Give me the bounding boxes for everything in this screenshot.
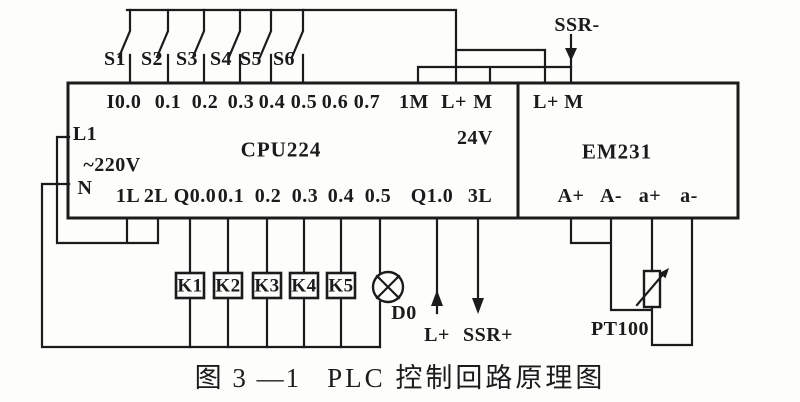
ssr-plus-label: SSR+ bbox=[462, 324, 514, 346]
relay-label-k2: K2 bbox=[215, 275, 241, 297]
em-terminal-lplus: L+ bbox=[533, 91, 559, 113]
lamp-icon bbox=[371, 270, 405, 304]
ssr-minus-arrow bbox=[565, 48, 577, 61]
ssr-minus-label: SSR- bbox=[554, 14, 600, 36]
em-name: EM231 bbox=[581, 139, 653, 164]
relay-label-k4: K4 bbox=[291, 275, 317, 297]
terminal-i0-7: 0.7 bbox=[353, 91, 381, 113]
em-terminal-b-minus: a- bbox=[680, 185, 698, 207]
relay-k2-box bbox=[212, 271, 244, 300]
switch-s5-icon bbox=[258, 8, 273, 85]
terminal-3l: 3L bbox=[467, 185, 493, 207]
switch-s1-icon bbox=[117, 8, 132, 85]
cpu-name: CPU224 bbox=[240, 137, 322, 162]
switch-label-s2: S2 bbox=[140, 48, 164, 70]
terminal-q0-5: 0.5 bbox=[364, 185, 392, 207]
switch-label-s6: S6 bbox=[272, 48, 296, 70]
terminal-m: M bbox=[473, 91, 493, 113]
switch-label-s5: S5 bbox=[239, 48, 263, 70]
relay-k4-box bbox=[288, 271, 320, 300]
cpu-24v-label: 24V bbox=[457, 127, 493, 149]
lamp-cross-icon bbox=[375, 274, 401, 300]
figure-caption: 图 3 —1 PLC 控制回路原理图 bbox=[0, 356, 800, 395]
top-bus-wire bbox=[125, 8, 458, 85]
em-terminal-b-plus: a+ bbox=[638, 185, 662, 207]
relay-label-k1: K1 bbox=[177, 275, 203, 297]
terminal-lplus: L+ bbox=[441, 91, 467, 113]
switch-s4-icon bbox=[227, 8, 242, 85]
pt100-variable-arrow bbox=[635, 270, 667, 307]
relay-k3-box bbox=[251, 271, 283, 300]
terminal-q0-1: 0.1 bbox=[217, 185, 245, 207]
wire-common-1m-m bbox=[416, 65, 573, 85]
lamp-label-d0: D0 bbox=[391, 302, 417, 324]
terminal-1l: 1L bbox=[115, 185, 141, 207]
terminal-i0-3: 0.3 bbox=[227, 91, 255, 113]
figure-number: 图 3 —1 bbox=[194, 363, 302, 393]
pt100-resistor-icon bbox=[642, 269, 662, 309]
pt100-label: PT100 bbox=[590, 318, 650, 340]
power-voltage-label: ~220V bbox=[83, 154, 141, 176]
relay-k5-box bbox=[325, 271, 357, 300]
em-terminal-a-plus: A+ bbox=[557, 185, 585, 207]
terminal-i0-2: 0.2 bbox=[191, 91, 219, 113]
power-n-label: N bbox=[77, 177, 93, 199]
switch-label-s1: S1 bbox=[103, 48, 127, 70]
terminal-q0-2: 0.2 bbox=[254, 185, 282, 207]
power-l1-label: L1 bbox=[72, 123, 98, 145]
terminal-i0-5: 0.5 bbox=[290, 91, 318, 113]
em-terminal-a-minus: A- bbox=[599, 185, 623, 207]
relay-k1-box bbox=[174, 271, 206, 300]
em-terminal-m: M bbox=[564, 91, 584, 113]
terminal-i0-6: 0.6 bbox=[321, 91, 349, 113]
terminal-q1-0: Q1.0 bbox=[410, 185, 454, 207]
terminal-i0-1: 0.1 bbox=[154, 91, 182, 113]
figure-title: PLC 控制回路原理图 bbox=[327, 363, 606, 393]
terminal-i0-0: I0.0 bbox=[106, 91, 142, 113]
plc-box bbox=[66, 81, 740, 220]
l-plus-arrow bbox=[431, 290, 443, 306]
relay-label-k3: K3 bbox=[254, 275, 280, 297]
terminal-i0-4: 0.4 bbox=[258, 91, 286, 113]
switch-s3-icon bbox=[191, 8, 206, 85]
ext-lplus-label: L+ bbox=[424, 324, 450, 346]
ssr-plus-arrow bbox=[472, 298, 484, 314]
terminal-q0-0: Q0.0 bbox=[173, 185, 217, 207]
terminal-q0-4: 0.4 bbox=[327, 185, 355, 207]
wire-em231-sensor bbox=[569, 216, 694, 347]
switch-label-s4: S4 bbox=[209, 48, 233, 70]
terminal-2l: 2L bbox=[143, 185, 169, 207]
terminal-q0-3: 0.3 bbox=[291, 185, 319, 207]
wire-lplus-to-em231 bbox=[454, 48, 547, 85]
terminal-1m: 1M bbox=[399, 91, 429, 113]
pt100-arrowhead bbox=[659, 268, 669, 279]
wire-outputs bbox=[188, 216, 343, 349]
switch-s2-icon bbox=[155, 8, 170, 85]
relay-label-k5: K5 bbox=[328, 275, 354, 297]
wire-mains bbox=[40, 135, 382, 349]
switch-label-s3: S3 bbox=[175, 48, 199, 70]
switch-s6-icon bbox=[290, 8, 305, 85]
